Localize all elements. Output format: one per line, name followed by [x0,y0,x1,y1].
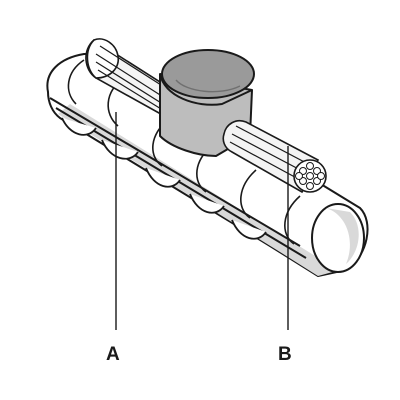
tube-seam-upper [49,97,301,247]
ridge-6 [284,195,301,245]
tube-ribs [61,117,267,240]
strand-ends [295,162,325,190]
callout-label-b: B [278,344,292,365]
end-cap-shade [326,208,359,264]
housing-side [159,73,253,106]
housing-highlight [175,79,241,93]
tube-underside [58,104,340,276]
front-strand-lines [229,125,313,183]
strand-bundle-front [222,119,327,194]
ridge-5 [240,169,257,219]
housing-top [161,49,255,99]
rib-1 [61,117,97,136]
callout-label-a: A [106,344,120,365]
rib-4 [189,193,225,214]
rib-2 [101,139,139,160]
tube-end-cap [311,203,365,273]
rib-5 [231,219,267,240]
ridge-1 [67,59,85,105]
rib-3 [145,167,181,188]
